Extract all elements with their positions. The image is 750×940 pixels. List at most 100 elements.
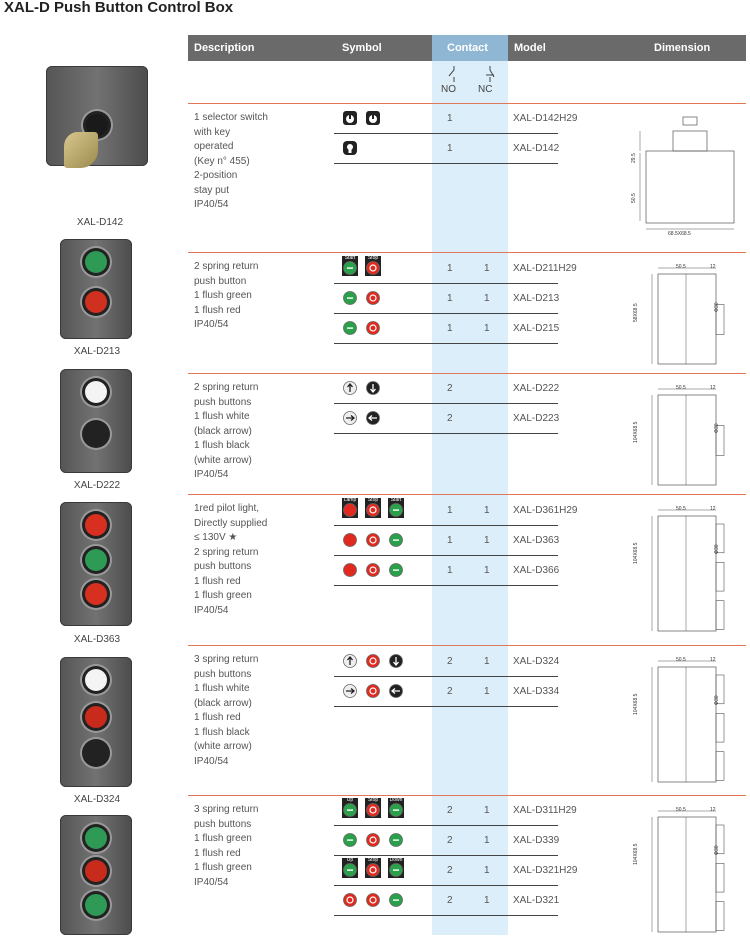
dimension-value: 104X68.5 xyxy=(633,542,639,564)
description-line: (white arrow) xyxy=(194,741,252,752)
contact-no-value: 2 xyxy=(447,413,453,424)
key-switch-symbol-icon xyxy=(343,111,357,125)
contact-no-value: 2 xyxy=(447,686,453,697)
arrow-button-symbol-icon xyxy=(343,381,357,395)
model-number: XAL-D213 xyxy=(513,293,560,304)
button-symbol-icon xyxy=(389,533,403,547)
button-symbol-icon xyxy=(366,321,380,335)
dimension-value: Φ30 xyxy=(714,695,720,705)
model-number: XAL-D142 xyxy=(513,143,560,154)
push-button-icon xyxy=(85,827,107,849)
push-button-icon xyxy=(85,423,107,445)
contact-no-value: 2 xyxy=(447,656,453,667)
row-separator xyxy=(334,283,558,284)
button-symbol-icon xyxy=(388,798,404,818)
description-line: 1 selector switch xyxy=(194,112,268,123)
key-switch-symbol-icon xyxy=(343,141,357,155)
section-divider xyxy=(188,103,746,104)
button-tag-label: Start xyxy=(344,255,356,261)
description-line: push buttons xyxy=(194,396,252,408)
nc-label: NC xyxy=(478,84,493,95)
description-line: 1 flush black xyxy=(194,726,250,738)
contact-no-value: 1 xyxy=(447,293,453,304)
arrow-button-symbol-icon xyxy=(366,381,380,395)
button-symbol-icon xyxy=(342,798,358,818)
push-button-icon xyxy=(85,251,107,273)
description-line: 2-position xyxy=(194,170,238,181)
description-line: 1 flush red xyxy=(194,847,241,859)
section-divider xyxy=(188,494,746,495)
description-line: 1 flush green xyxy=(194,862,252,873)
model-number: XAL-D215 xyxy=(513,323,560,334)
description-line: push buttons xyxy=(194,818,252,830)
page-title: XAL-D Push Button Control Box xyxy=(4,0,234,16)
model-number: XAL-D363 xyxy=(513,535,560,546)
pilot-light-symbol-icon xyxy=(343,563,357,577)
arrow-button-symbol-icon xyxy=(343,654,357,668)
model-number: XAL-D324 xyxy=(513,656,560,667)
dimension-value: 50.5 xyxy=(676,385,686,391)
contact-no-value: 2 xyxy=(447,805,453,816)
product-label: XAL-D363 xyxy=(73,634,121,645)
pilot-light-symbol-icon xyxy=(343,533,357,547)
description-line: push buttons xyxy=(194,668,252,680)
push-button-icon xyxy=(85,291,107,313)
description-line: (Key n° 455) xyxy=(194,155,250,167)
model-number: XAL-D321H29 xyxy=(513,865,578,876)
description-line: 3 spring return xyxy=(194,654,259,665)
model-number: XAL-D339 xyxy=(513,835,560,846)
button-symbol-icon xyxy=(388,858,404,878)
dimension-value: 12 xyxy=(710,385,716,391)
model-number: XAL-D366 xyxy=(513,565,560,576)
button-tag-label: Stop xyxy=(367,255,379,261)
description-line: 1 flush red xyxy=(194,304,241,316)
arrow-button-symbol-icon xyxy=(343,684,357,698)
arrow-button-symbol-icon xyxy=(389,654,403,668)
description-line: stay put xyxy=(194,184,230,196)
button-symbol-icon xyxy=(343,291,357,305)
contact-no-value: 1 xyxy=(447,323,453,334)
section-divider xyxy=(188,795,746,796)
contact-no-value: 2 xyxy=(447,835,453,846)
description-line: (black arrow) xyxy=(194,425,252,437)
description-line: 1 flush white xyxy=(194,411,250,422)
description-line: ≤ 130V ★ xyxy=(194,532,238,543)
contact-header-bg xyxy=(432,35,508,61)
button-symbol-icon xyxy=(366,833,380,847)
button-symbol-icon xyxy=(388,498,404,518)
dimension-value: 50.5 xyxy=(676,807,686,813)
row-separator xyxy=(334,855,558,856)
product-label: XAL-D324 xyxy=(73,794,121,805)
pilot-light-symbol-icon xyxy=(342,498,358,518)
no-label: NO xyxy=(441,84,456,95)
contact-no-value: 1 xyxy=(447,263,453,274)
contact-nc-value: 1 xyxy=(484,293,490,304)
button-symbol-icon xyxy=(366,563,380,577)
dimension-value: Φ30 xyxy=(714,302,720,312)
model-number: XAL-D222 xyxy=(513,383,560,394)
arrow-button-symbol-icon xyxy=(343,411,357,425)
description-line: 1 flush red xyxy=(194,712,241,723)
row-separator xyxy=(334,706,558,707)
product-label: XAL-D142 xyxy=(76,217,124,228)
button-symbol-icon xyxy=(389,833,403,847)
description-line: (white arrow) xyxy=(194,454,252,466)
row-separator xyxy=(334,525,558,526)
contact-nc-value: 1 xyxy=(484,835,490,846)
row-separator xyxy=(334,133,558,134)
description-line: (black arrow) xyxy=(194,697,252,709)
button-symbol-icon xyxy=(389,893,403,907)
description-line: 1 flush green xyxy=(194,290,252,301)
push-button-icon xyxy=(85,583,107,606)
button-symbol-icon xyxy=(366,291,380,305)
button-symbol-icon xyxy=(366,533,380,547)
button-symbol-icon xyxy=(366,684,380,698)
key-icon xyxy=(64,132,98,168)
description-line: IP40/54 xyxy=(194,876,229,888)
button-symbol-icon xyxy=(366,893,380,907)
dimension-drawing xyxy=(651,267,725,365)
button-tag-label: Up xyxy=(346,857,354,863)
button-tag-label: Lamp xyxy=(343,497,357,503)
dimension-value: 58X68.5 xyxy=(633,303,639,322)
product-label: XAL-D213 xyxy=(73,346,121,357)
